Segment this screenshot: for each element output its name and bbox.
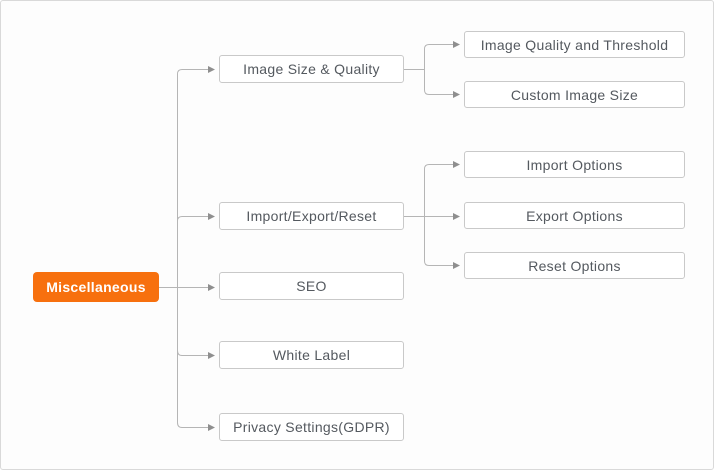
- node-reset-options: Reset Options: [464, 252, 685, 279]
- node-custom-image-size: Custom Image Size: [464, 81, 685, 108]
- connector-to-reset-options: [424, 216, 460, 269]
- connector-trunk-to-white-label: [177, 287, 215, 359]
- node-miscellaneous: Miscellaneous: [33, 272, 159, 302]
- node-image-quality-and-threshold: Image Quality and Threshold: [464, 31, 685, 58]
- connector-trunk-to-privacy: [177, 287, 215, 431]
- node-white-label: White Label: [219, 341, 404, 369]
- node-import-options: Import Options: [464, 151, 685, 178]
- connector-trunk-to-import-export: [177, 213, 215, 288]
- connector-to-import-options: [424, 161, 460, 217]
- node-seo: SEO: [219, 272, 404, 300]
- node-export-options: Export Options: [464, 202, 685, 229]
- connector-to-quality-threshold: [424, 41, 460, 70]
- node-image-size-quality: Image Size & Quality: [219, 55, 404, 83]
- connector-trunk-to-image-size: [177, 66, 215, 288]
- node-import-export-reset: Import/Export/Reset: [219, 202, 404, 230]
- connector-to-custom-image-size: [424, 69, 460, 98]
- node-privacy-settings-gdpr: Privacy Settings(GDPR): [219, 413, 404, 441]
